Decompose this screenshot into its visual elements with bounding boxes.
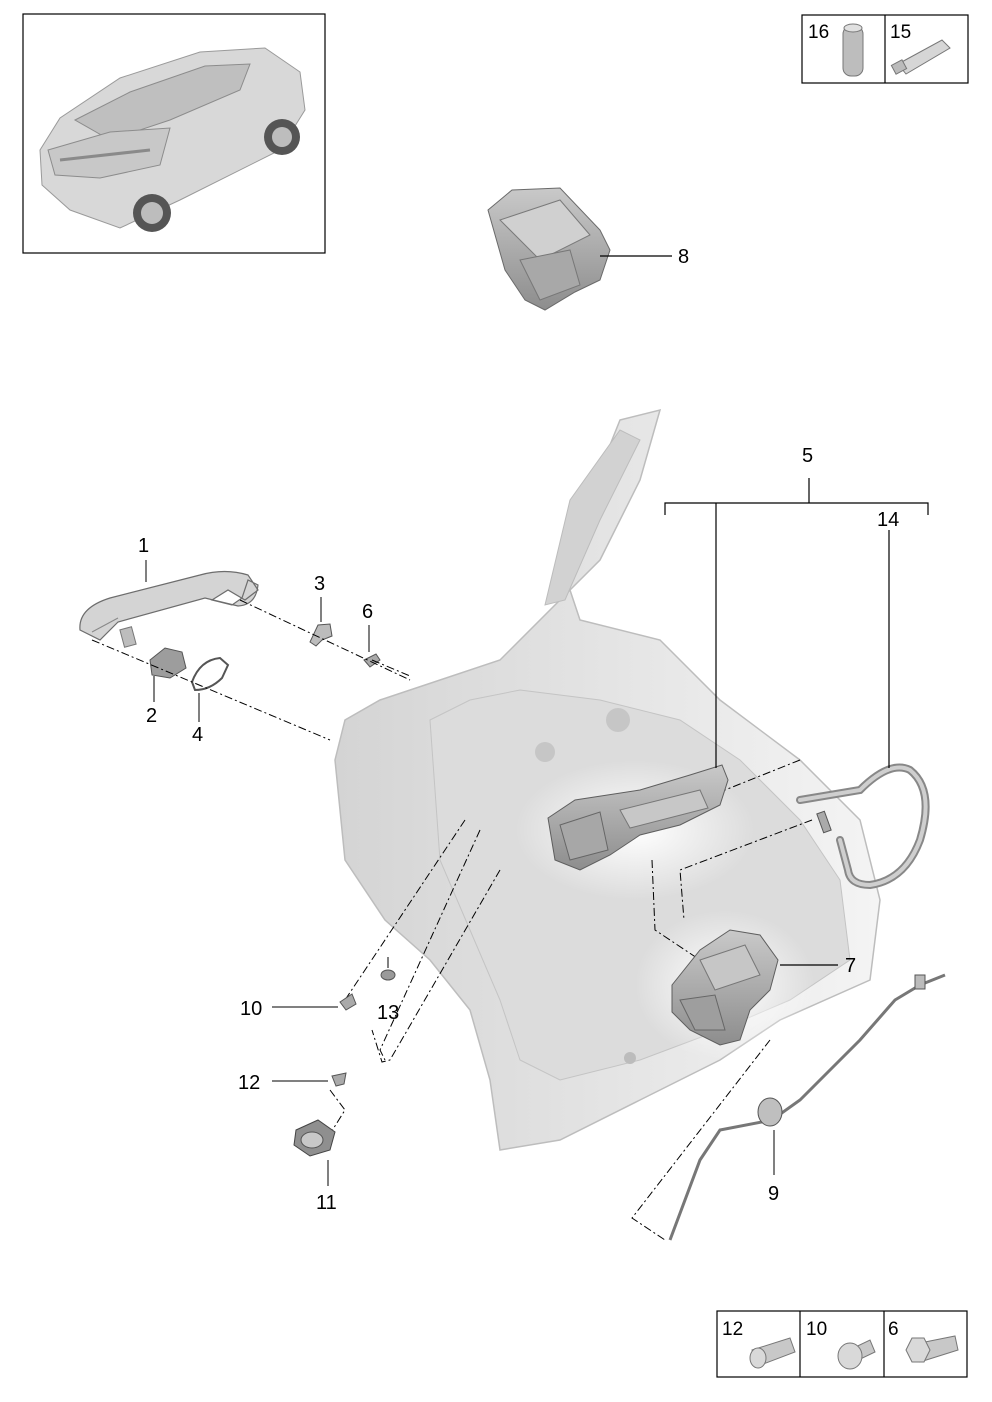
part-13-nut <box>380 957 396 981</box>
adhesive-bottle-icon <box>842 23 864 77</box>
callout-11: 11 <box>316 1192 337 1214</box>
callout-14: 14 <box>877 509 899 531</box>
legend-number-12: 12 <box>722 1319 743 1340</box>
legend-number-15: 15 <box>890 22 911 43</box>
callout-9: 9 <box>768 1183 779 1205</box>
assembly-bracket-5 <box>664 478 929 768</box>
grease-tube-icon <box>890 39 951 75</box>
part-10-screw <box>272 993 357 1011</box>
flange-screw-10-icon <box>837 1339 876 1370</box>
part-12-screw <box>272 1072 347 1087</box>
part-9-release-cable <box>668 973 946 1241</box>
callout-labels: 1 2 3 4 5 6 7 8 9 10 11 12 13 14 <box>138 246 899 1214</box>
legend-box-top: 16 15 <box>801 14 969 84</box>
callout-12: 12 <box>238 1072 260 1094</box>
hex-screw-6-icon <box>905 1335 959 1363</box>
legend-number-16: 16 <box>808 22 829 43</box>
legend-number-10: 10 <box>806 1319 827 1340</box>
callout-8: 8 <box>678 246 689 268</box>
part-6-screw <box>363 625 381 668</box>
part-1-door-handle <box>79 570 259 648</box>
callout-4: 4 <box>192 724 203 746</box>
part-7-door-lock <box>671 929 838 1046</box>
callout-3: 3 <box>314 573 325 595</box>
callout-10: 10 <box>240 998 262 1020</box>
part-3-clip <box>309 597 333 647</box>
part-5-lock-assembly <box>547 764 729 871</box>
torx-screw-12-icon <box>749 1337 796 1369</box>
legend-number-6: 6 <box>888 1319 899 1340</box>
part-2-handle-bracket <box>149 647 187 702</box>
part-14-cable <box>796 763 930 890</box>
part-11-lock-cylinder <box>293 1119 336 1186</box>
callout-6: 6 <box>362 601 373 623</box>
part-8-lock-unit <box>487 187 672 311</box>
vehicle-thumbnail <box>22 13 326 254</box>
legend-box-bottom: 12 10 6 <box>716 1310 968 1378</box>
callout-5: 5 <box>802 445 813 467</box>
callout-1: 1 <box>138 535 149 557</box>
callout-2: 2 <box>146 705 157 727</box>
part-4-seal <box>190 656 230 722</box>
callout-13: 13 <box>377 1002 399 1024</box>
callout-7: 7 <box>845 955 856 977</box>
